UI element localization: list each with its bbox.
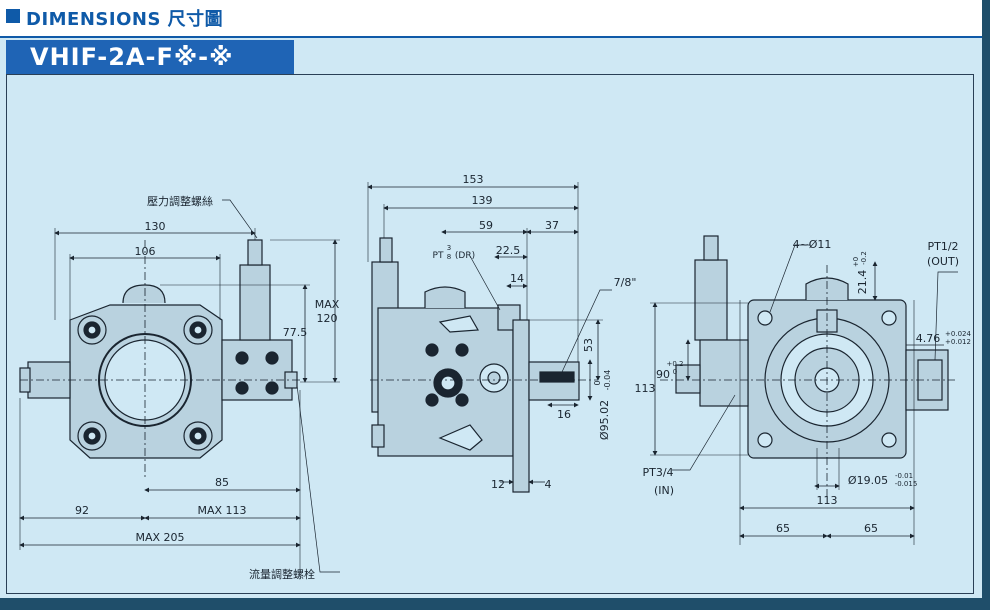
side-view [367, 182, 612, 493]
dim-90-tol-bot: 0 [673, 368, 677, 376]
dimension-sheet: DIMENSIONS 尺寸圖 VHIF-2A-F※-※ [0, 0, 982, 598]
rear-view-labels: 4~Ø11 PT1/2 (OUT) 21.4 +0 -0.2 4.76 +0.0… [635, 238, 972, 535]
dim-21-4: 21.4 [856, 270, 869, 295]
dim-113-vertical: 113 [635, 382, 656, 395]
model-number: VHIF-2A-F※-※ [30, 43, 234, 71]
dim-4-76-tol-bot: +0.012 [945, 338, 971, 346]
dim-max120-line2: 120 [317, 312, 338, 325]
dim-max113: MAX 113 [197, 504, 246, 517]
label-pt-drain-frac-top: 3 [447, 244, 451, 252]
label-holes: 4~Ø11 [793, 238, 832, 251]
dim-21-4-tol-top: +0 [852, 257, 860, 267]
header-bullet-icon [6, 9, 20, 23]
label-bore-tol-bot: -0.015 [895, 480, 918, 488]
label-pt-3-4: PT3/4 [642, 466, 673, 479]
label-pt-drain-frac-bot: 8 [447, 253, 451, 261]
label-shaft-diameter: Ø95.02 [598, 400, 611, 440]
front-view [19, 199, 340, 575]
dim-90: 90 [656, 368, 670, 381]
dim-153: 153 [463, 173, 484, 186]
label-pressure-adjust: 壓力調整螺絲 [147, 194, 213, 208]
dim-14: 14 [510, 272, 524, 285]
dim-90-tol-top: +0.2 [667, 360, 684, 368]
dim-113-horizontal: 113 [817, 494, 838, 507]
dim-106: 106 [135, 245, 156, 258]
rear-view [650, 235, 958, 545]
dim-37: 37 [545, 219, 559, 232]
dim-max120-line1: MAX [315, 298, 340, 311]
dim-77-5: 77.5 [283, 326, 308, 339]
dim-4-76: 4.76 [916, 332, 941, 345]
header-title: DIMENSIONS 尺寸圖 [26, 9, 224, 30]
label-out: (OUT) [927, 255, 959, 268]
label-pt-half: PT1/2 [927, 240, 958, 253]
dim-65-right: 65 [864, 522, 878, 535]
model-tab: VHIF-2A-F※-※ [6, 40, 294, 74]
dim-139: 139 [472, 194, 493, 207]
dim-4: 4 [545, 478, 552, 491]
dim-max205: MAX 205 [135, 531, 184, 544]
header-bar: DIMENSIONS 尺寸圖 [0, 0, 982, 38]
label-flow-adjust: 流量調整螺栓 [249, 567, 315, 581]
dim-53: 53 [582, 338, 595, 352]
dim-130: 130 [145, 220, 166, 233]
dim-16: 16 [557, 408, 571, 421]
dim-12: 12 [491, 478, 505, 491]
label-bore-tol-top: -0.01 [895, 472, 913, 480]
label-key-size: 7/8" [614, 276, 637, 289]
drawing-frame [6, 74, 974, 594]
label-bore: Ø19.05 [848, 474, 888, 487]
side-view-labels: 153 139 59 37 22.5 14 PT 3 8 (DR) 7/8" 5… [433, 173, 637, 491]
label-in: (IN) [654, 484, 674, 497]
dim-21-4-tol-bot: -0.2 [860, 251, 868, 265]
front-view-labels: 130 106 MAX 120 77.5 85 92 MAX 113 MAX 2… [75, 194, 340, 581]
dim-92: 92 [75, 504, 89, 517]
label-shaft-tol-bot: -0.04 [603, 370, 612, 391]
dim-59: 59 [479, 219, 493, 232]
dim-85: 85 [215, 476, 229, 489]
dim-4-76-tol-top: +0.024 [945, 330, 971, 338]
label-shaft-tol-top: 0 [593, 380, 602, 385]
technical-drawing: 130 106 MAX 120 77.5 85 92 MAX 113 MAX 2… [19, 173, 972, 581]
label-pt-drain-b: (DR) [455, 251, 475, 261]
dim-22-5: 22.5 [496, 244, 521, 257]
dim-65-left: 65 [776, 522, 790, 535]
label-pt-drain-a: PT [433, 251, 444, 261]
